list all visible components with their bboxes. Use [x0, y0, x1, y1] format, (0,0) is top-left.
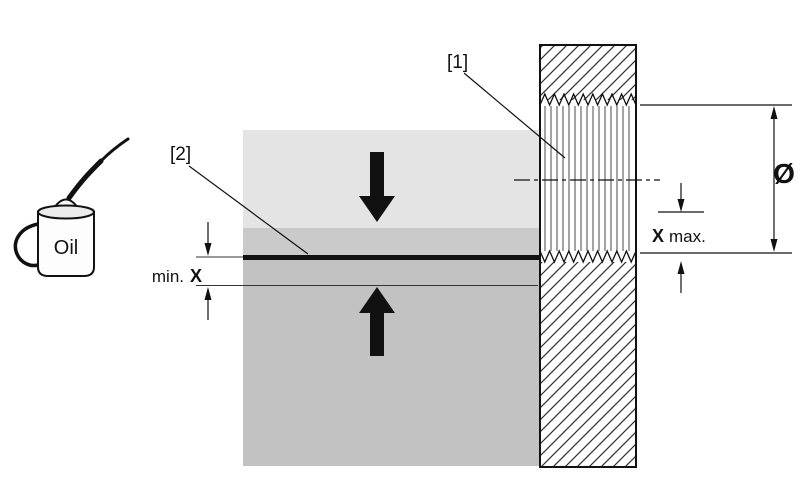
upper-part-block	[243, 130, 539, 228]
press-down-arrow	[359, 152, 395, 222]
oil-can-spout-tip	[99, 137, 130, 163]
press-arrows	[359, 152, 395, 356]
dimension-min-x: min. X	[152, 222, 212, 320]
assembly-blocks	[196, 130, 540, 466]
oil-can-body	[37, 211, 95, 277]
dimension-max-x: X max.	[652, 183, 706, 293]
thread-profile-top	[539, 92, 637, 107]
max-label: max.	[669, 227, 706, 246]
min-label: min.	[152, 267, 184, 286]
diameter-symbol: Ø	[773, 158, 795, 189]
oil-can-spout-base	[66, 158, 104, 201]
thread-lines	[544, 106, 630, 251]
min-x-lower-arrowhead	[204, 287, 212, 300]
lower-part-block	[243, 260, 539, 466]
max-x-symbol: X	[652, 226, 664, 246]
thread-profile-bottom	[539, 249, 637, 264]
diameter-top-arrowhead	[770, 106, 778, 119]
middle-band-block	[243, 228, 539, 255]
oil-can: Oil	[13, 137, 130, 277]
oil-can-label: Oil	[54, 237, 78, 259]
max-x-lower-arrowhead	[677, 261, 685, 274]
callout-2: [2]	[170, 144, 309, 255]
plate-hatch-top	[540, 45, 636, 100]
callout-1-leader	[463, 72, 566, 159]
oil-can-handle	[13, 222, 39, 268]
diameter-bottom-arrowhead	[770, 239, 778, 252]
threaded-plate	[514, 44, 660, 468]
min-x-upper-arrowhead	[204, 243, 212, 256]
oil-can-rim	[37, 204, 95, 220]
callout-1: [1]	[447, 52, 566, 159]
adhesive-line	[243, 255, 540, 260]
plate-outline	[539, 44, 637, 468]
callout-2-label: [2]	[170, 144, 191, 165]
max-x-upper-arrowhead	[677, 199, 685, 212]
plate-hatch-bottom	[540, 262, 636, 467]
callout-2-leader	[188, 165, 309, 255]
dimension-diameter: Ø	[640, 104, 795, 254]
callout-1-label: [1]	[447, 52, 468, 73]
press-up-arrow	[359, 287, 395, 356]
min-x-symbol: X	[190, 266, 202, 286]
